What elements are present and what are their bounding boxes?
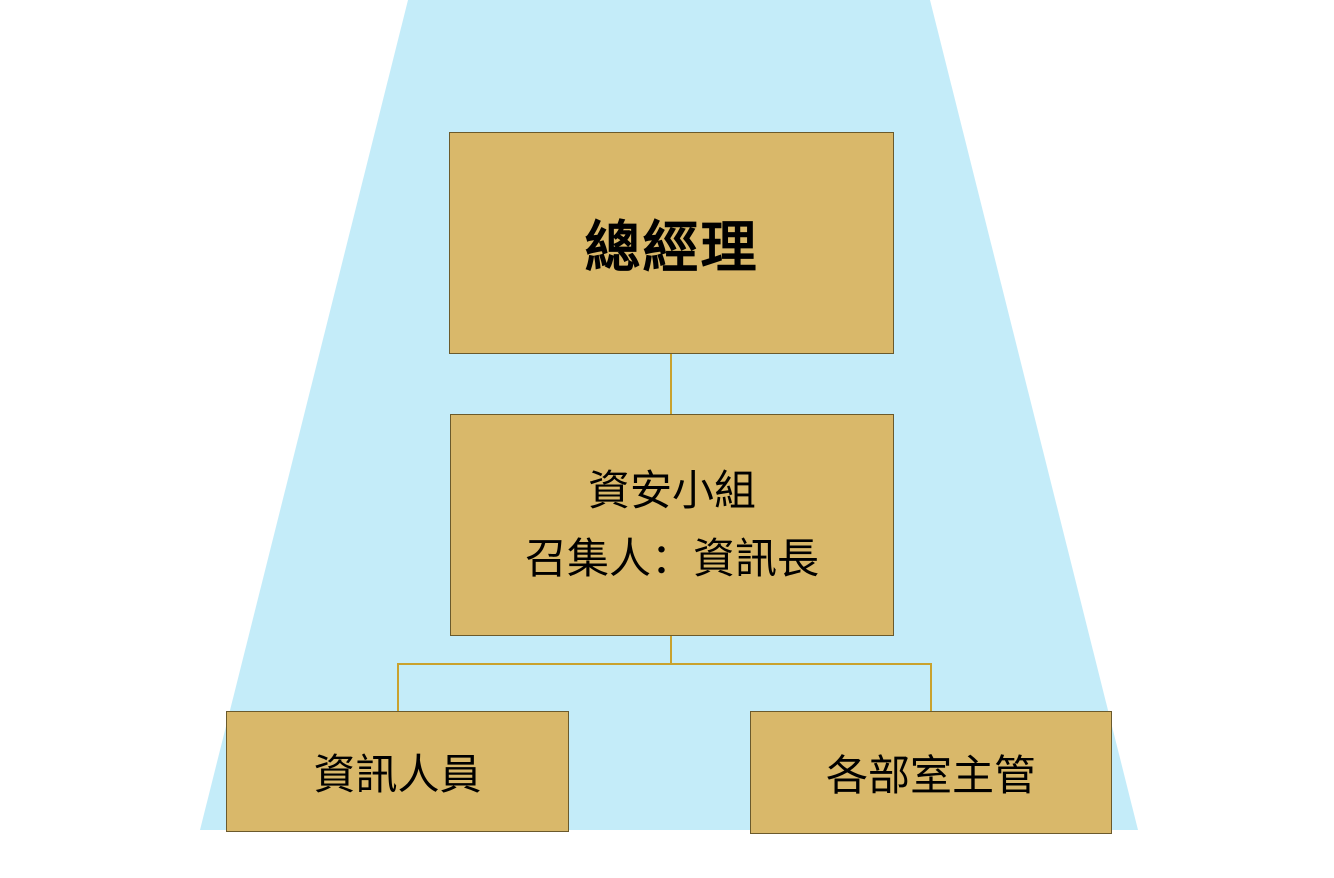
connector-middle-down [670,635,672,665]
node-label: 資安小組 [587,466,756,515]
node-security-team: 資安小組 召集人：資訊長 [450,414,894,636]
connector-horizontal [397,663,932,665]
node-sublabel: 召集人：資訊長 [524,534,819,583]
node-label: 總經理 [584,214,759,281]
connector-top-middle [670,353,672,414]
node-general-manager: 總經理 [449,132,894,354]
node-label: 資訊人員 [313,750,482,799]
node-label: 各部室主管 [825,751,1036,800]
connector-left-down [397,663,399,711]
connector-right-down [930,663,932,711]
node-department-heads: 各部室主管 [750,711,1112,834]
node-it-staff: 資訊人員 [226,711,569,832]
